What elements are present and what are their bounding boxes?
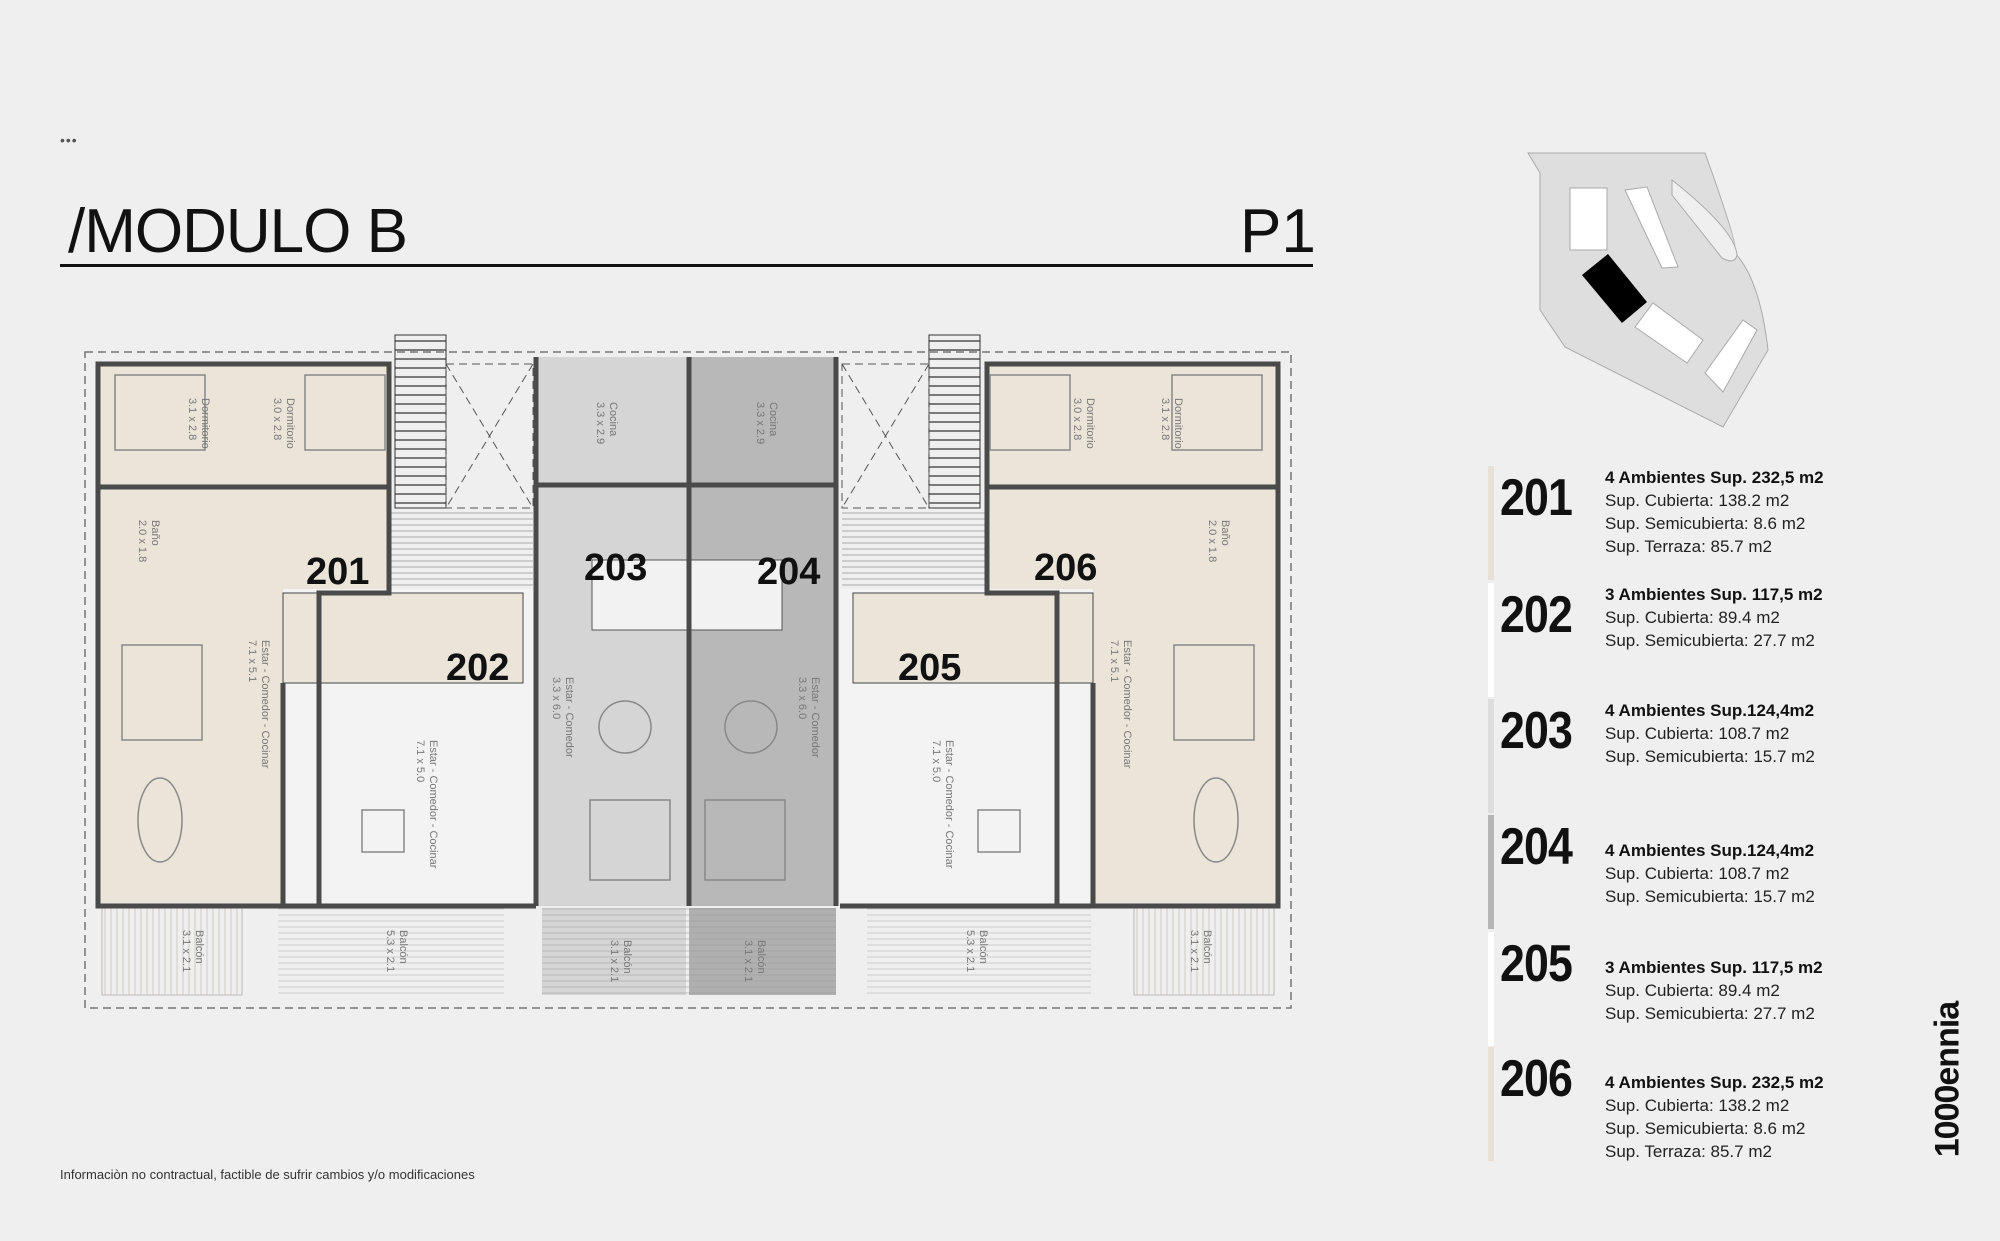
room-size: 3.0 x 2.8 xyxy=(271,398,283,440)
room-size: 3.1 x 2.8 xyxy=(186,398,198,440)
room-size: 3.3 x 2.9 xyxy=(754,402,766,444)
unit-color-swatch xyxy=(1488,583,1494,697)
unit-203-area xyxy=(536,357,689,906)
room-size: 2.0 x 1.8 xyxy=(1206,520,1218,562)
room-name: Balcón xyxy=(397,930,409,964)
room-name: Estar - Comedor xyxy=(809,677,821,758)
unit-color-swatch xyxy=(1488,1047,1494,1161)
unit-number: 206 xyxy=(1500,1050,1573,1108)
balcony-205 xyxy=(867,908,1091,995)
unit-number: 205 xyxy=(1500,935,1573,993)
more-dots-icon[interactable]: ••• xyxy=(60,132,78,148)
room-size: 7.1 x 5.0 xyxy=(930,740,942,782)
room-name: Dormitorio xyxy=(1084,398,1096,449)
room-name: Dormitorio xyxy=(1172,398,1184,449)
room-name: Cocina xyxy=(607,402,619,437)
room-size: 3.1 x 2.1 xyxy=(742,940,754,982)
room-size: 3.1 x 2.1 xyxy=(1188,930,1200,972)
room-name: Cocina xyxy=(767,402,779,437)
room-name: Balcón xyxy=(755,940,767,974)
unit-label-206[interactable]: 206 xyxy=(1034,547,1097,589)
room-size: 3.3 x 6.0 xyxy=(550,677,562,719)
landing-left xyxy=(389,508,533,589)
room-size: 3.3 x 2.9 xyxy=(594,402,606,444)
unit-label-202[interactable]: 202 xyxy=(446,647,509,689)
unit-color-swatch xyxy=(1488,699,1494,813)
room-name: Estar - Comedor - Cocinar xyxy=(943,740,955,869)
brand-logo: 1000ennia xyxy=(1928,1001,1967,1158)
room-size: 7.1 x 5.0 xyxy=(414,740,426,782)
unit-color-swatch xyxy=(1488,932,1494,1046)
unit-label-204[interactable]: 204 xyxy=(757,551,820,593)
unit-label-203[interactable]: 203 xyxy=(584,547,647,589)
room-name: Balcón xyxy=(1201,930,1213,964)
room-name: Baño xyxy=(1219,520,1231,546)
unit-label-201[interactable]: 201 xyxy=(306,551,369,593)
stair-right xyxy=(928,334,981,509)
title-rule xyxy=(60,264,1313,267)
room-name: Balcón xyxy=(193,930,205,964)
balcony-202 xyxy=(278,908,504,995)
unit-color-swatch xyxy=(1488,466,1494,580)
page-title: /MODULO B xyxy=(68,197,408,266)
site-minimap xyxy=(1527,152,1769,428)
room-name: Dormitorio xyxy=(199,398,211,449)
landing-right xyxy=(842,508,986,589)
unit-number: 203 xyxy=(1500,702,1573,760)
room-name: Balcón xyxy=(977,930,989,964)
unit-number: 204 xyxy=(1500,818,1573,876)
stair-left xyxy=(394,334,447,509)
module-b-highlight xyxy=(1582,254,1647,323)
room-name: Baño xyxy=(149,520,161,546)
room-name: Estar - Comedor - Cocinar xyxy=(427,740,439,869)
lot-boundary xyxy=(84,351,1292,1009)
room-size: 3.1 x 2.8 xyxy=(1159,398,1171,440)
room-size: 3.3 x 6.0 xyxy=(796,677,808,719)
room-name: Balcón xyxy=(621,940,633,974)
unit-204-area xyxy=(689,357,836,906)
unit-number: 202 xyxy=(1500,586,1573,644)
unit-number: 201 xyxy=(1500,469,1573,527)
room-size: 5.3 x 2.1 xyxy=(964,930,976,972)
furniture xyxy=(114,374,1263,881)
room-size: 3.1 x 2.1 xyxy=(608,940,620,982)
unit-color-swatch xyxy=(1488,815,1494,929)
room-name: Estar - Comedor - Cocinar xyxy=(1121,640,1133,769)
room-size: 7.1 x 5.1 xyxy=(1108,640,1120,682)
disclaimer-text: Informaciòn no contractual, factible de … xyxy=(60,1167,475,1182)
room-size: 3.1 x 2.1 xyxy=(180,930,192,972)
room-size: 3.0 x 2.8 xyxy=(1071,398,1083,440)
unit-label-205[interactable]: 205 xyxy=(898,647,961,689)
floor-level: P1 xyxy=(1240,197,1316,266)
room-name: Estar - Comedor xyxy=(563,677,575,758)
room-size: 5.3 x 2.1 xyxy=(384,930,396,972)
room-size: 7.1 x 5.1 xyxy=(246,640,258,682)
room-name: Dormitorio xyxy=(284,398,296,449)
room-name: Estar - Comedor - Cocinar xyxy=(259,640,271,769)
room-size: 2.0 x 1.8 xyxy=(136,520,148,562)
